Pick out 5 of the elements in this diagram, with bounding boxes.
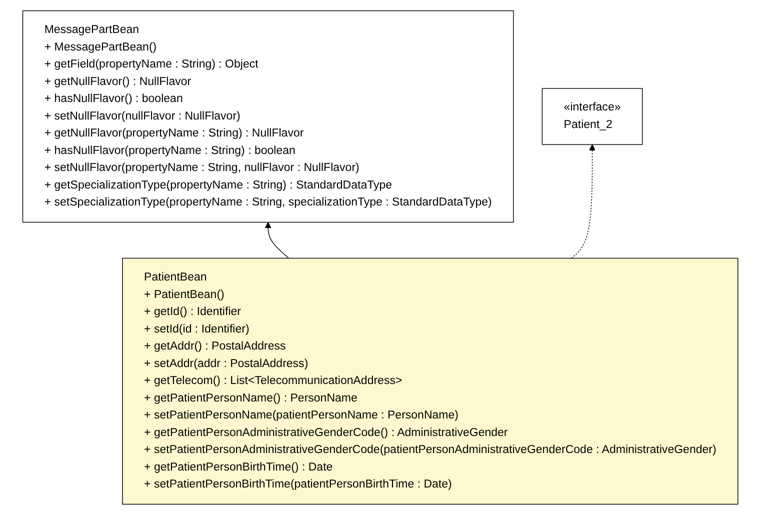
node-box: PatientBean + PatientBean() + getId() : Identifier + setId(id : Identifier) + getAddr() : PostalAddress + setAddr(addr : PostalAddress) + getTelecom() : List<TelecommunicationAddress> + getPatientPersonName() : PersonName + setPatientPersonName(patientPersonName : PersonName) + getPatientPersonAdministrativeGenderCode() : AdministrativeGender + setPatientPersonAdministrativeGenderCode(patientPersonAdministrativeGenderCode : AdministrativeGender) + getPatientPersonBirthTime() : Date + setPatientPersonBirthTime(patientPersonBirthTime : Date) — [122, 258, 738, 505]
node-box: «interface» Patient_2 — [542, 88, 642, 145]
node-box: MessagePartBean + MessagePartBean() + getField(propertyName : String) : Object + getNullFlavor() : NullFlavor + hasNullFlavor() : boolean + setNullFlavor(nullFlavor : NullFlavor) + getNullFlavor(propertyName : String) : NullFlavor + hasNullFlavor(propertyName : String) : boolean + setNullFlavor(propertyName : String, nullFlavor : NullFlavor) + getSpecializationType(propertyName : String) : StandardDataType + setSpecializationType(propertyName : String, specializationType : StandardDataType) — [22, 10, 514, 223]
arrow — [570, 144, 596, 259]
arrow — [264, 222, 289, 259]
